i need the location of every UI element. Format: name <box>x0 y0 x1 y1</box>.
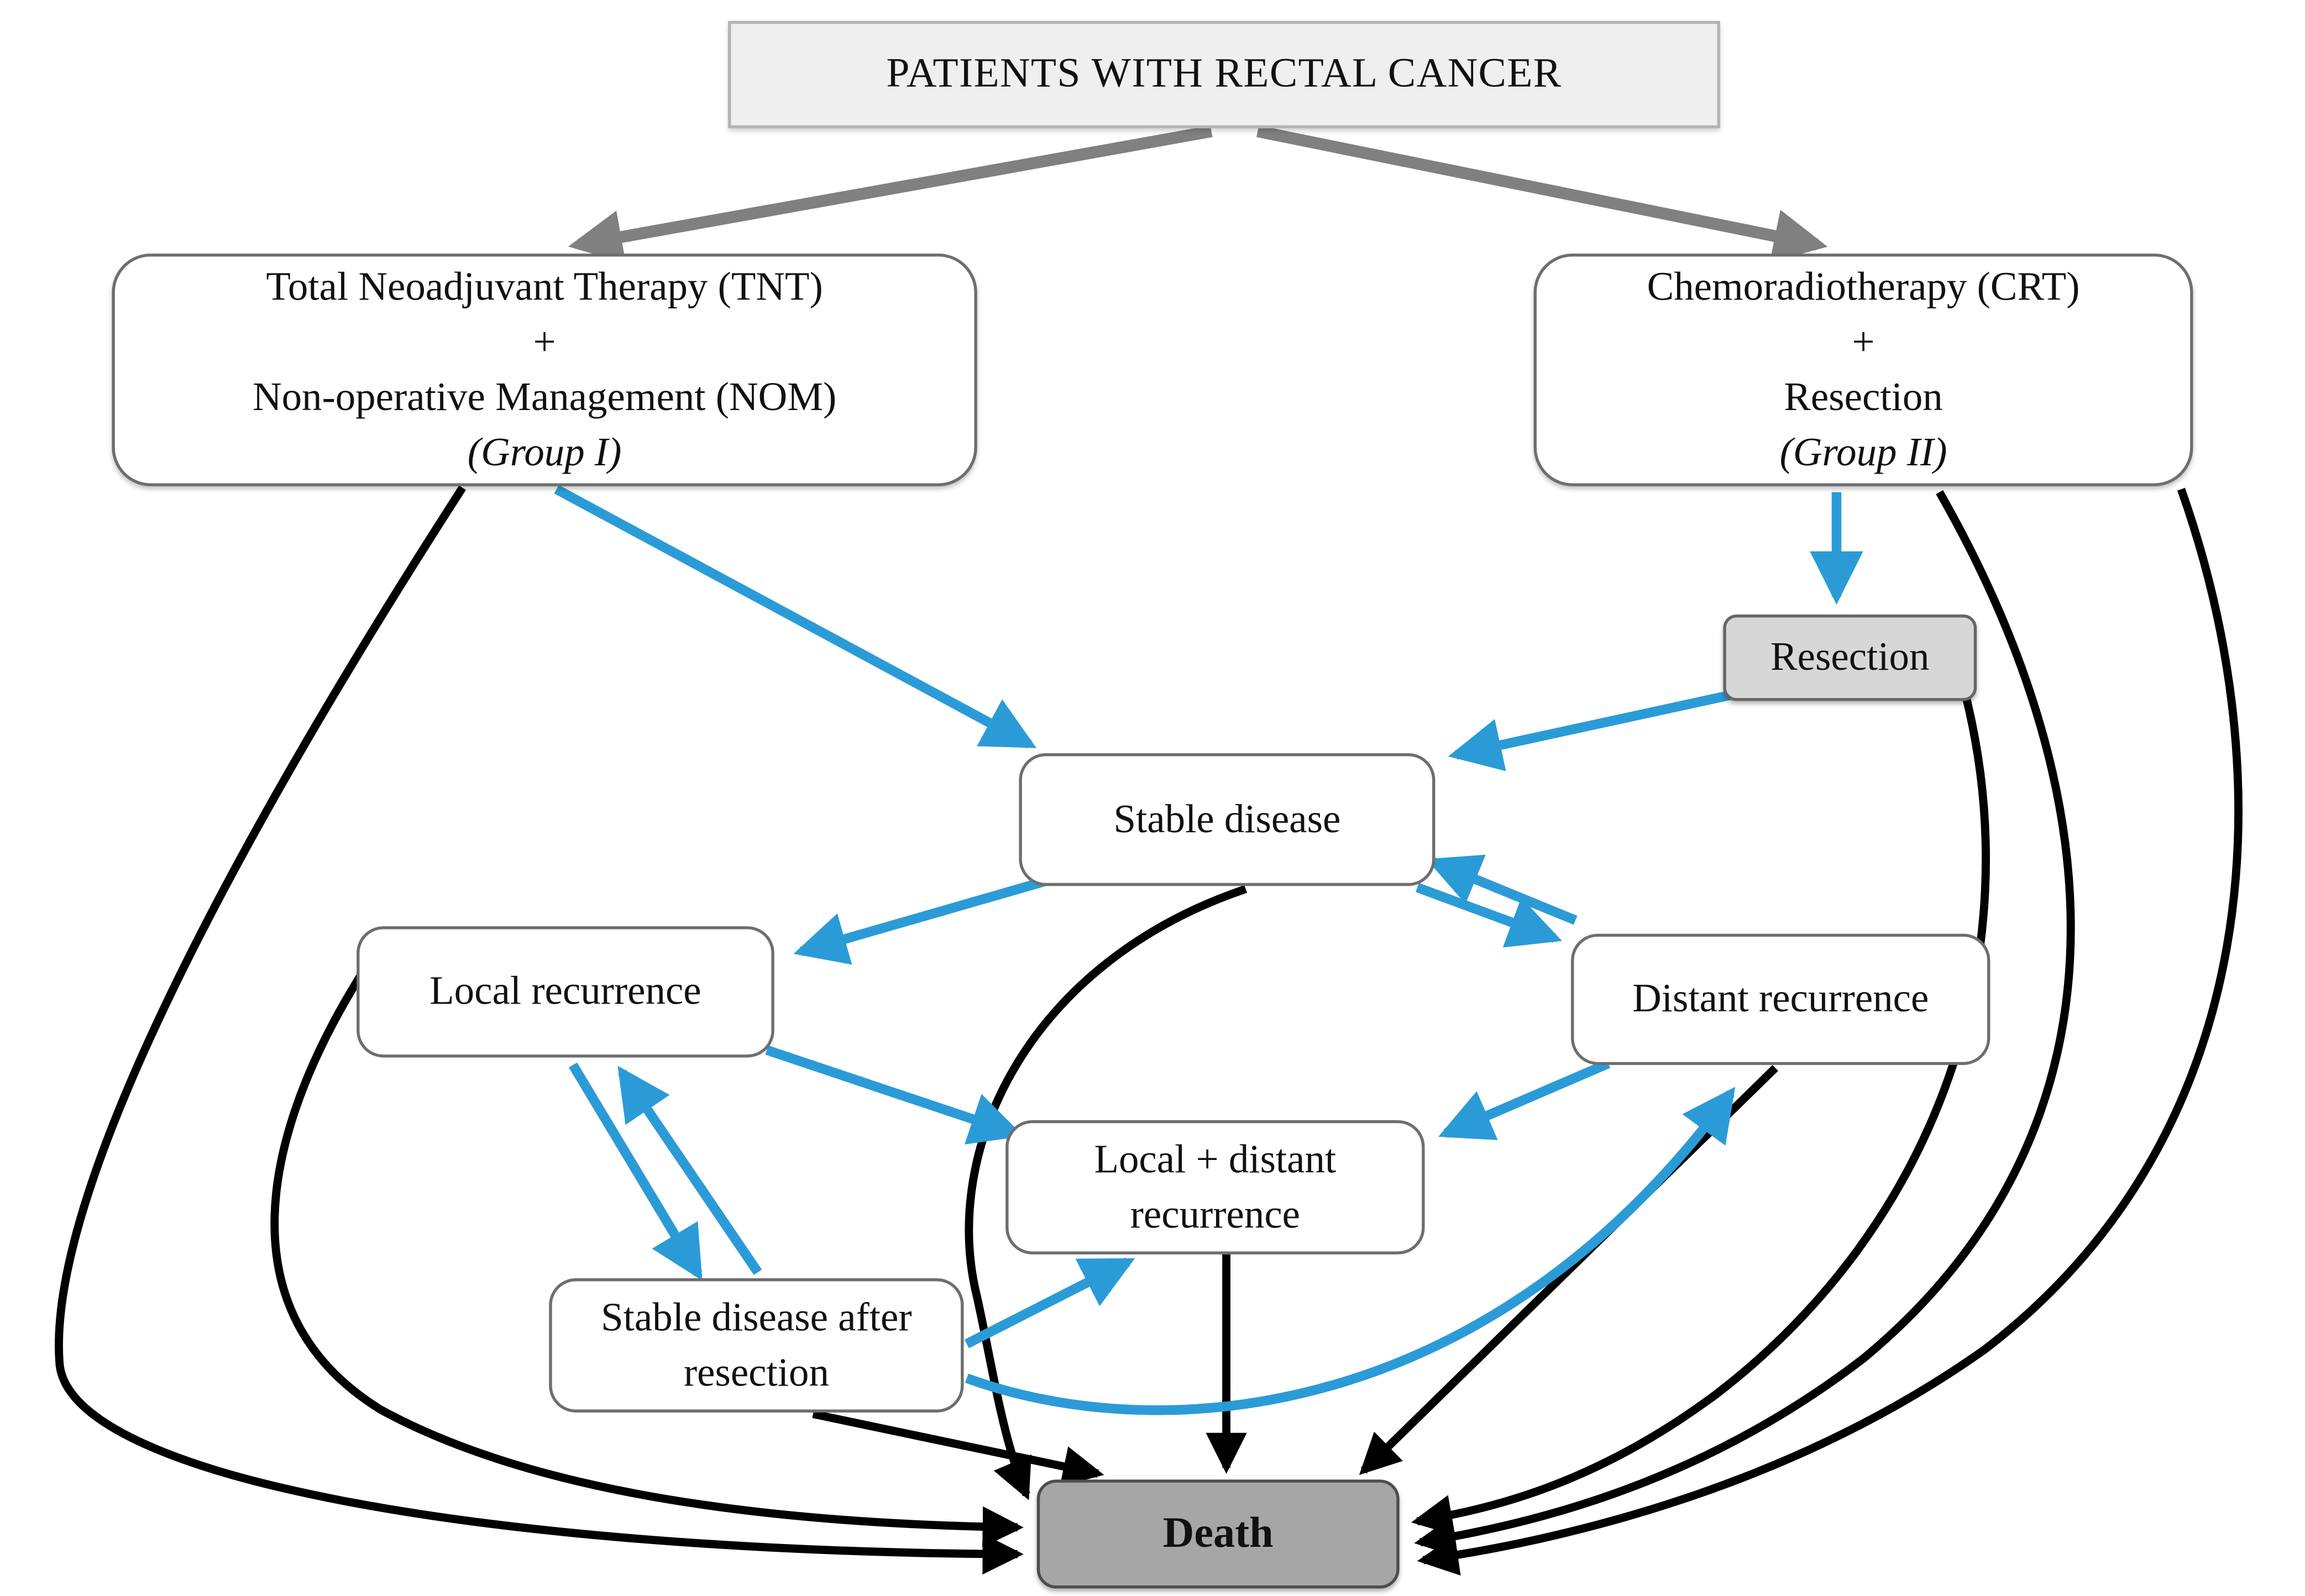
edge-local-to-local-distant <box>765 1045 1024 1144</box>
edge-distant-to-local-distant <box>1438 1059 1610 1141</box>
group1-line1: Total Neoadjuvant Therapy (TNT) <box>266 263 823 308</box>
edge-stable-after-to-local-distant <box>964 1257 1135 1348</box>
edge-group2-right-to-death <box>1417 487 2243 1576</box>
edge-distant-recurrence-to-death <box>1359 1065 1779 1475</box>
edge-stable-after-resection-to-death <box>812 1410 1104 1487</box>
edge-group2-bottom-to-death <box>1414 490 2075 1557</box>
edge-group1-to-death <box>55 485 1024 1575</box>
node-label: Local recurrence <box>429 968 701 1014</box>
node-label: Stable disease <box>1113 796 1341 841</box>
group1-line3: Non-operative Management (NOM) <box>252 374 837 419</box>
node-stable-disease: Stable disease <box>1019 753 1436 886</box>
group2-line4: (Group II) <box>1779 429 1947 475</box>
group2-line2: + <box>1852 318 1875 364</box>
group1-line4: (Group I) <box>467 429 622 475</box>
edge-stable-after-to-local <box>617 1065 762 1275</box>
node-local-distant-recurrence: Local + distant recurrence <box>1005 1120 1425 1254</box>
local-distant-line1: Local + distant <box>1094 1136 1337 1181</box>
node-patients-with-rectal-cancer: PATIENTS WITH RECTAL CANCER <box>728 20 1720 129</box>
node-resection: Resection <box>1723 614 1977 701</box>
group2-line1: Chemoradiotherapy (CRT) <box>1647 263 2080 308</box>
edge-local-recurrence-to-death <box>270 970 1024 1547</box>
edge-stable-to-local-recurrence <box>793 876 1046 965</box>
edge-resection-to-stable-disease <box>1448 690 1732 771</box>
stable-after-line2: resection <box>683 1350 829 1395</box>
edge-stable-disease-to-death <box>965 885 1248 1500</box>
edge-stable-to-distant-recurrence <box>1416 883 1562 948</box>
node-label: Distant recurrence <box>1632 976 1929 1021</box>
edge-stable-after-to-distant <box>965 1086 1736 1415</box>
edge-resection-to-death <box>1411 697 1990 1536</box>
group2-line3: Resection <box>1784 374 1943 419</box>
edge-distant-to-stable-disease <box>1426 854 1578 925</box>
node-crt-resection-group2: Chemoradiotherapy (CRT) + Resection (Gro… <box>1533 253 2193 486</box>
edge-patients-to-group1 <box>568 125 1213 264</box>
node-death: Death <box>1036 1479 1400 1589</box>
edge-group1-to-stable-disease <box>554 485 1037 749</box>
edge-local-to-stable-after <box>568 1062 703 1281</box>
node-label: PATIENTS WITH RECTAL CANCER <box>886 50 1562 97</box>
group1-line2: + <box>533 318 556 364</box>
node-tnt-nom-group1: Total Neoadjuvant Therapy (TNT) + Non-op… <box>112 253 977 486</box>
local-distant-line2: recurrence <box>1130 1191 1301 1237</box>
edge-patients-to-group2 <box>1256 125 1828 262</box>
node-label: Resection <box>1770 634 1930 680</box>
node-stable-disease-after-resection: Stable disease after resection <box>549 1278 964 1413</box>
node-distant-recurrence: Distant recurrence <box>1571 933 1990 1065</box>
stable-after-line1: Stable disease after <box>601 1294 912 1340</box>
node-local-recurrence: Local recurrence <box>357 926 774 1058</box>
node-label: Death <box>1162 1510 1274 1558</box>
